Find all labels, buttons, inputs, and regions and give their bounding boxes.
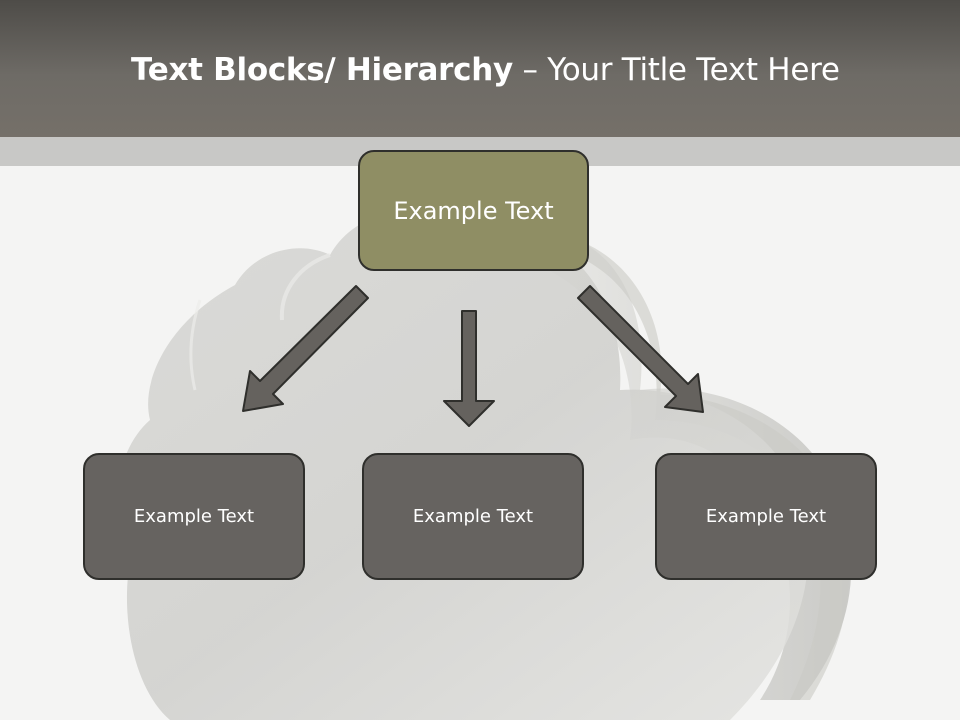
slide-title-dash: – <box>512 52 548 88</box>
child-node-label: Example Text <box>705 506 827 527</box>
title-bar: Text Blocks/ Hierarchy – Your Title Text… <box>0 0 960 137</box>
slide-title: Text Blocks/ Hierarchy – Your Title Text… <box>131 52 840 88</box>
arrow-down-left-icon <box>242 285 369 412</box>
slide-title-rest: Your Title Text Here <box>547 52 840 88</box>
child-node-label: Example Text <box>412 506 534 527</box>
root-node-label: Example Text <box>393 196 554 225</box>
child-node-middle: Example Text <box>362 453 584 580</box>
arrow-down-icon <box>443 310 495 427</box>
child-node-label: Example Text <box>133 506 255 527</box>
child-node-left: Example Text <box>83 453 305 580</box>
child-node-right: Example Text <box>655 453 877 580</box>
arrow-down-right-icon <box>577 285 704 413</box>
root-node: Example Text <box>358 150 589 271</box>
slide-title-bold: Text Blocks/ Hierarchy <box>131 52 513 88</box>
